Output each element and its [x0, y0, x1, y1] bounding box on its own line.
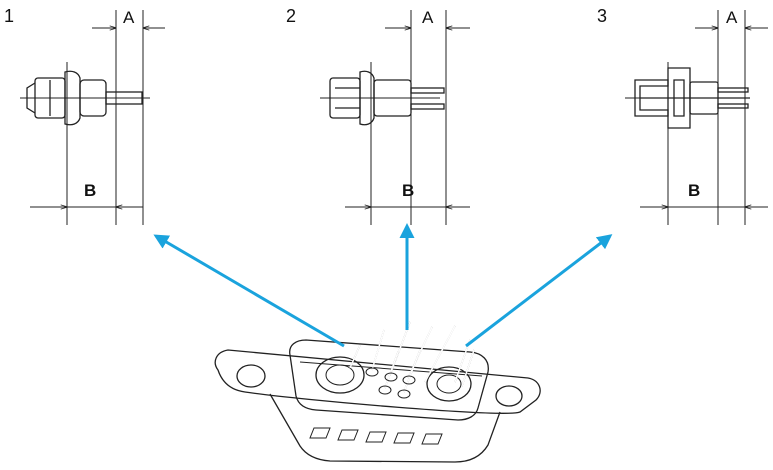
variant-2-number: 2 [286, 6, 296, 26]
lower-shell-slots [309, 427, 443, 445]
variant-1-drawing: 1 A B [4, 6, 165, 225]
socket-ring-3 [402, 375, 416, 385]
pointer-arrows [153, 223, 613, 348]
variant-1-housing-tip [26, 82, 36, 114]
variant-2-drawing: 2 A B [286, 6, 470, 225]
d-sub-connector-illustration [214, 321, 541, 463]
right-coax-contact [426, 366, 472, 402]
variant-3-dim-b-label: B [688, 181, 700, 200]
variant-3-flange-section [667, 67, 691, 129]
variant-2-pin-top [410, 87, 445, 94]
variant-3-number: 3 [597, 6, 607, 26]
variant-1-dim-a-label: A [123, 8, 135, 27]
signal-pins [349, 321, 475, 393]
arrow-to-variant-3 [465, 234, 613, 348]
variant-1-dim-b-label: B [84, 181, 96, 200]
connector-mounting-plate [214, 349, 541, 414]
variant-2-dim-b-label: B [402, 181, 414, 200]
variant-1-number: 1 [4, 6, 14, 26]
connector-upper-shell [289, 339, 489, 421]
right-mounting-hole [495, 385, 523, 407]
socket-ring-1 [365, 367, 379, 377]
variant-3-pin-top [717, 87, 749, 93]
upper-shell-edge [299, 361, 483, 377]
variant-1-pin [105, 91, 143, 105]
socket-ring-2 [384, 372, 398, 382]
variant-3-pin-bottom [717, 103, 749, 109]
left-mounting-hole [236, 364, 266, 388]
socket-ring-4 [378, 385, 392, 395]
socket-ring-5 [397, 389, 411, 399]
variant-3-dim-a-label: A [726, 8, 738, 27]
variant-2-dim-a-label: A [422, 8, 434, 27]
left-coax-contact [315, 356, 365, 394]
variant-1-flange [64, 70, 81, 126]
left-coax-contact-inner [325, 364, 355, 386]
variant-2-pin-bottom [410, 103, 445, 110]
arrow-to-variant-1 [153, 234, 345, 348]
variant-2-collar [373, 79, 412, 117]
right-coax-contact-inner [436, 374, 462, 394]
variant-3-drawing: 3 A B [597, 6, 768, 225]
variant-2-flange [359, 70, 375, 126]
connector-lower-shell [269, 393, 501, 463]
